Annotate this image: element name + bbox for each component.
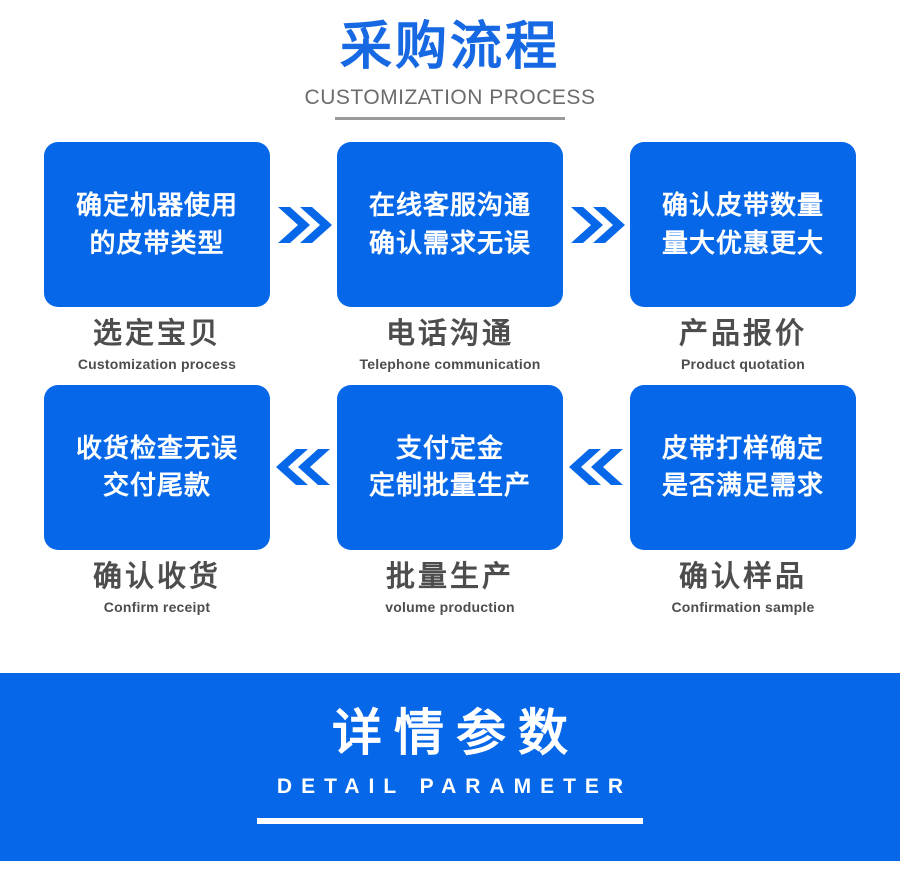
- flow-step-5-box[interactable]: 支付定金 定制批量生产: [337, 384, 563, 550]
- flow-step-5-sublabel: volume production: [385, 598, 515, 615]
- banner-title: 详情参数: [332, 705, 580, 761]
- flow-step-3[interactable]: 确认皮带数量 量大优惠更大 产品报价 Product quotation: [630, 142, 856, 372]
- double-chevron-left-icon-2: [563, 385, 630, 550]
- flow-step-4-sublabel: Confirmation sample: [671, 598, 815, 615]
- detail-parameter-banner: 详情参数 DETAIL PARAMETER: [0, 673, 900, 861]
- flow-step-3-box-line-2: 量大优惠更大: [661, 227, 824, 258]
- flow-step-1[interactable]: 确定机器使用 的皮带类型 选定宝贝 Customization process: [44, 142, 270, 372]
- double-chevron-right-icon-1: [270, 142, 337, 307]
- flow-step-6-label: 确认收货: [92, 560, 221, 593]
- flow-step-4-box-line-1: 皮带打样确定: [661, 432, 824, 463]
- flow-step-3-box-line-1: 确认皮带数量: [661, 189, 824, 220]
- flow-step-1-sublabel: Customization process: [77, 355, 237, 372]
- double-chevron-left-icon-1: [270, 385, 337, 550]
- page-title: 采购流程: [339, 18, 560, 76]
- flow-row-bottom: 收货检查无误 交付尾款 确认收货 Confirm receipt 支付定金 定制…: [0, 384, 900, 615]
- flow-step-1-box-line-2: 的皮带类型: [89, 227, 225, 258]
- flow-step-6-sublabel: Confirm receipt: [103, 598, 211, 615]
- flow-step-1-label: 选定宝贝: [92, 318, 221, 350]
- page-subtitle: CUSTOMIZATION PROCESS: [304, 86, 596, 109]
- flow-step-4-label: 确认样品: [678, 560, 807, 593]
- flow-step-3-label: 产品报价: [678, 318, 807, 350]
- page-header: 采购流程 CUSTOMIZATION PROCESS: [0, 0, 900, 120]
- flow-step-2[interactable]: 在线客服沟通 确认需求无误 电话沟通 Telephone communicati…: [337, 142, 563, 372]
- flow-step-4[interactable]: 皮带打样确定 是否满足需求 确认样品 Confirmation sample: [630, 384, 856, 615]
- flow-step-6-box-line-2: 交付尾款: [102, 470, 211, 501]
- flow-step-2-box-line-2: 确认需求无误: [368, 227, 531, 258]
- flow-step-1-box[interactable]: 确定机器使用 的皮带类型: [44, 142, 270, 307]
- flow-step-2-label: 电话沟通: [385, 318, 514, 350]
- flow-step-6-box-line-1: 收货检查无误: [75, 432, 238, 463]
- flow-step-6-box[interactable]: 收货检查无误 交付尾款: [44, 384, 270, 550]
- flow-step-4-box-line-2: 是否满足需求: [661, 470, 824, 501]
- double-chevron-right-icon-2: [563, 142, 630, 307]
- flow-step-2-sublabel: Telephone communication: [359, 355, 541, 372]
- flow-step-3-box[interactable]: 确认皮带数量 量大优惠更大: [630, 142, 856, 307]
- flow-step-3-sublabel: Product quotation: [681, 355, 805, 372]
- header-divider: [335, 117, 565, 120]
- flow-step-5-label: 批量生产: [385, 560, 514, 593]
- flow-step-1-box-line-1: 确定机器使用: [75, 189, 238, 220]
- flow-step-5-box-line-1: 支付定金: [395, 432, 504, 463]
- flow-step-4-box[interactable]: 皮带打样确定 是否满足需求: [630, 384, 856, 550]
- banner-divider: [257, 817, 643, 824]
- purchase-flow-diagram: 确定机器使用 的皮带类型 选定宝贝 Customization process …: [0, 142, 900, 615]
- flow-step-2-box-line-1: 在线客服沟通: [368, 189, 531, 220]
- flow-step-5-box-line-2: 定制批量生产: [368, 470, 531, 501]
- banner-subtitle: DETAIL PARAMETER: [276, 774, 633, 798]
- flow-row-top: 确定机器使用 的皮带类型 选定宝贝 Customization process …: [0, 142, 900, 372]
- flow-step-6[interactable]: 收货检查无误 交付尾款 确认收货 Confirm receipt: [44, 384, 270, 615]
- flow-step-5[interactable]: 支付定金 定制批量生产 批量生产 volume production: [337, 384, 563, 615]
- flow-step-2-box[interactable]: 在线客服沟通 确认需求无误: [337, 142, 563, 307]
